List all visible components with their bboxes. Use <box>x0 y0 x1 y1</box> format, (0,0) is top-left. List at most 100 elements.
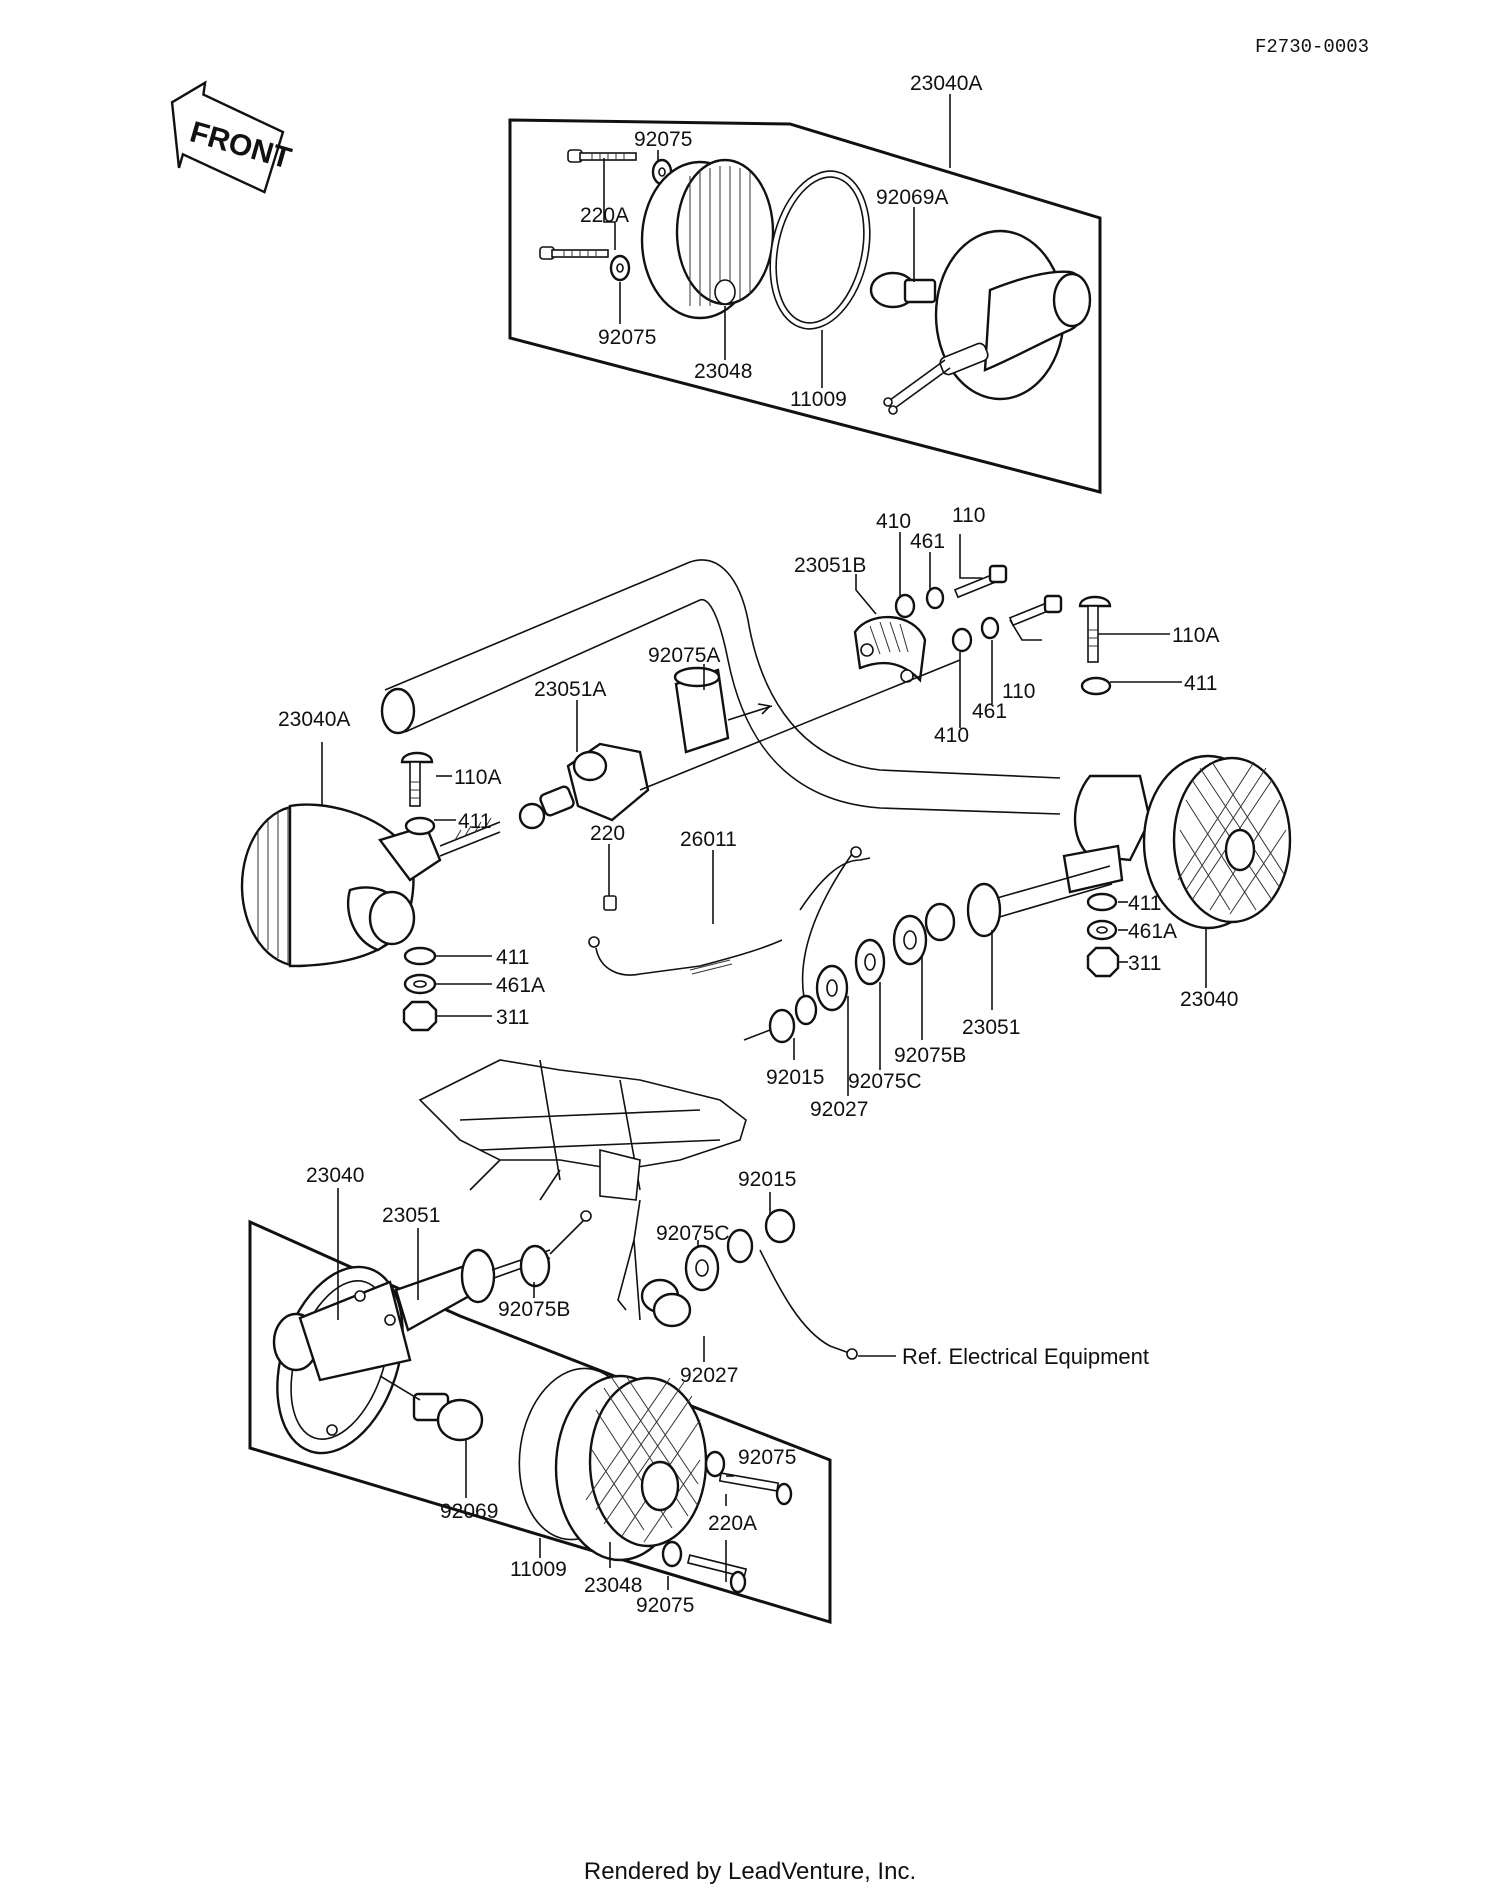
label-23051: 23051 <box>382 1204 440 1227</box>
washer-icon <box>951 627 973 653</box>
grommet-icon <box>726 1228 754 1264</box>
label-23048: 23048 <box>584 1574 642 1597</box>
label-411: 411 <box>458 810 491 833</box>
grommet-icon <box>815 964 849 1012</box>
label-23040: 23040 <box>306 1164 364 1187</box>
label-220A: 220A <box>580 204 629 227</box>
washer-icon <box>704 1450 726 1478</box>
screw-icon <box>603 895 617 911</box>
label-26011: 26011 <box>680 828 737 851</box>
gasket-icon <box>769 170 871 330</box>
handlebar-icon <box>380 559 1061 815</box>
label-23048: 23048 <box>694 360 752 383</box>
nut-icon <box>764 1208 796 1244</box>
clamp-icon <box>853 615 927 683</box>
ref-electrical-equipment-note: Ref. Electrical Equipment <box>902 1344 1149 1369</box>
turn-signal-housing-icon <box>883 229 1092 415</box>
label-23051B: 23051B <box>794 554 866 577</box>
label-92075: 92075 <box>598 326 656 349</box>
grommet-icon <box>854 938 886 986</box>
wire-harness-icon <box>759 1249 896 1360</box>
nut-icon <box>1086 946 1120 978</box>
screw-icon <box>718 1472 793 1506</box>
collar-icon <box>673 666 730 754</box>
label-220A: 220A <box>708 1512 757 1535</box>
bolt-icon <box>1078 595 1112 663</box>
label-110A: 110A <box>454 766 502 789</box>
label-92069: 92069 <box>440 1500 498 1523</box>
label-461A: 461A <box>1128 920 1177 943</box>
bulb-icon <box>869 271 937 309</box>
label-92075A: 92075A <box>648 644 720 667</box>
signal-mount-icon <box>518 659 961 830</box>
label-23040A: 23040A <box>278 708 350 731</box>
label-411: 411 <box>496 946 529 969</box>
screw-icon <box>686 1554 748 1594</box>
label-92075C: 92075C <box>848 1070 922 1093</box>
wire-harness-icon <box>588 846 871 1015</box>
lock-washer-icon <box>403 973 437 995</box>
turn-signal-lamp-left-icon <box>240 803 501 968</box>
turn-signal-lamp-right-icon <box>924 754 1292 942</box>
label-311: 311 <box>1128 952 1161 975</box>
washer-icon <box>1086 892 1118 912</box>
label-110: 110 <box>1002 680 1035 703</box>
label-92015: 92015 <box>738 1168 796 1191</box>
screw-icon <box>567 149 637 163</box>
screw-icon <box>539 246 609 260</box>
label-110: 110 <box>952 504 985 527</box>
label-92075B: 92075B <box>894 1044 966 1067</box>
label-410: 410 <box>876 510 911 533</box>
label-461A: 461A <box>496 974 545 997</box>
exploded-parts-diagram: FRONT <box>170 72 1292 1625</box>
label-11009: 11009 <box>790 388 847 411</box>
lens-icon <box>640 158 775 320</box>
label-411: 411 <box>1184 672 1217 695</box>
bolt-icon <box>1008 594 1063 627</box>
label-461: 461 <box>972 700 1007 723</box>
frame-icon <box>418 1059 747 1201</box>
grommet-icon <box>684 1244 720 1292</box>
washer-icon <box>404 816 436 836</box>
label-411: 411 <box>1128 892 1161 915</box>
washer-icon <box>609 254 631 282</box>
bolt-icon <box>400 751 434 807</box>
diagram-id: F2730-0003 <box>1255 36 1370 58</box>
washer-icon <box>1080 676 1112 696</box>
signal-stalk-icon <box>394 1210 592 1332</box>
label-23051A: 23051A <box>534 678 606 701</box>
washer-icon <box>894 593 916 619</box>
label-92015: 92015 <box>766 1066 824 1089</box>
top-assembly-box <box>508 118 1102 494</box>
washer-icon <box>925 586 945 610</box>
nut-icon <box>402 1000 438 1032</box>
label-23040A: 23040A <box>910 72 982 95</box>
grommet-icon <box>640 1278 692 1328</box>
label-11009: 11009 <box>510 1558 567 1581</box>
washer-icon <box>980 616 1000 640</box>
label-92075: 92075 <box>636 1594 694 1617</box>
washer-icon <box>651 158 673 186</box>
label-23040: 23040 <box>1180 988 1238 1011</box>
label-92069A: 92069A <box>876 186 948 209</box>
label-92027: 92027 <box>810 1098 868 1121</box>
label-220: 220 <box>590 822 625 845</box>
washer-icon <box>794 994 818 1026</box>
label-92075B: 92075B <box>498 1298 570 1321</box>
footer-credit: Rendered by LeadVenture, Inc. <box>583 1858 917 1885</box>
washer-icon <box>403 946 437 966</box>
label-311: 311 <box>496 1006 529 1029</box>
label-92075C: 92075C <box>656 1222 730 1245</box>
label-461: 461 <box>910 530 945 553</box>
bolt-icon <box>953 564 1008 599</box>
turn-signal-housing-icon <box>272 1265 412 1455</box>
front-arrow-icon: FRONT <box>170 80 295 194</box>
label-23051: 23051 <box>962 1016 1020 1039</box>
lock-washer-icon <box>1086 919 1118 941</box>
bulb-icon <box>379 1375 484 1442</box>
lens-icon <box>554 1374 708 1562</box>
label-110A: 110A <box>1172 624 1220 647</box>
label-92075: 92075 <box>738 1446 796 1469</box>
label-410: 410 <box>934 724 969 747</box>
label-92075: 92075 <box>634 128 692 151</box>
